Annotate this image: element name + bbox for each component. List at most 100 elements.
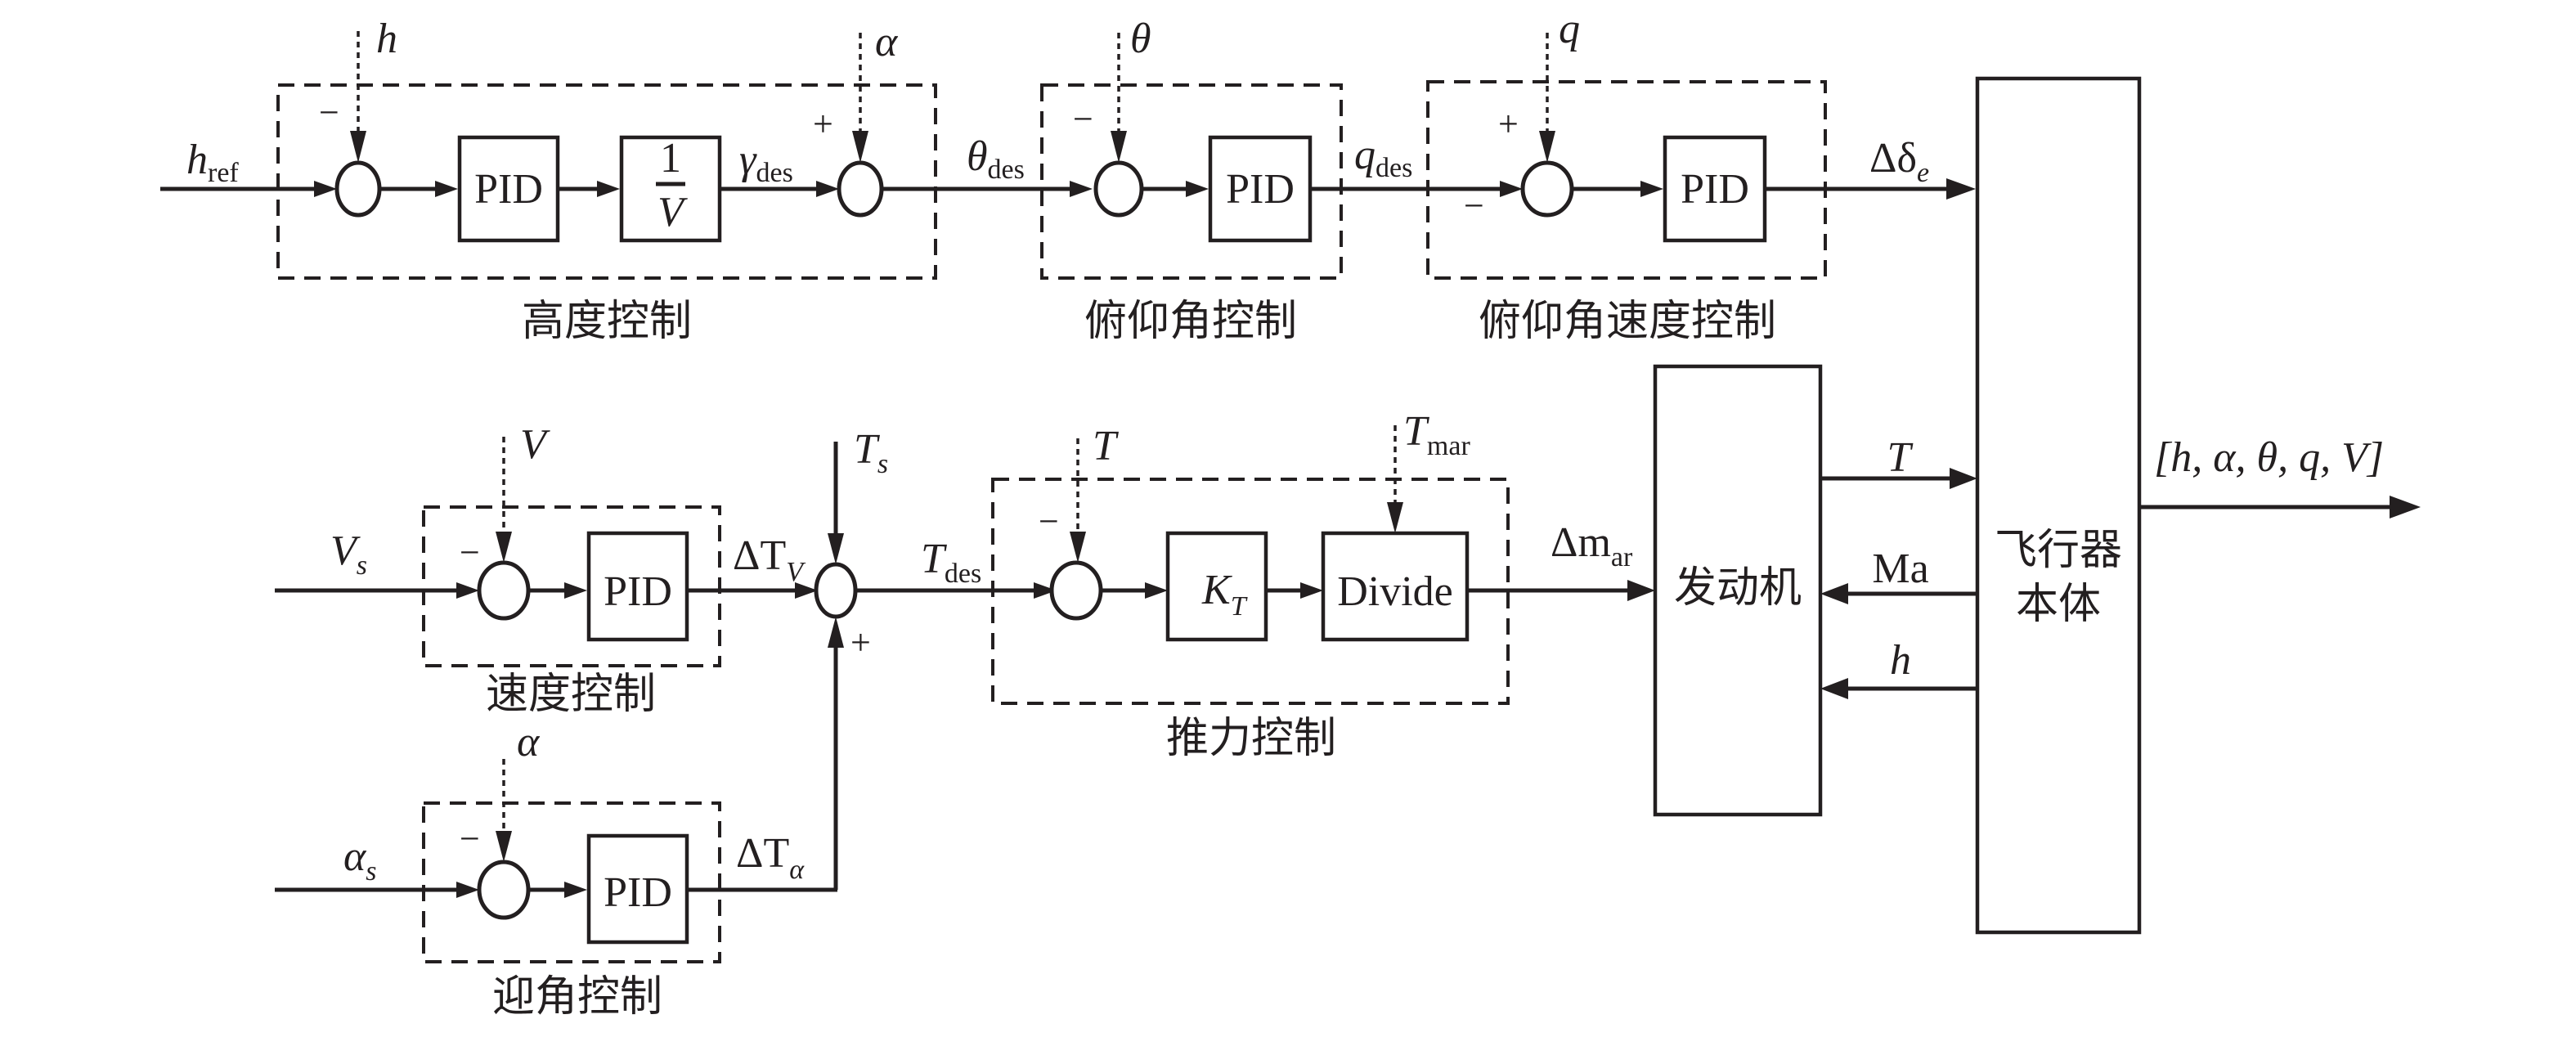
pid-label: PID <box>604 568 672 615</box>
arrowhead <box>1627 580 1655 601</box>
tdes-label: Tdes <box>921 536 981 589</box>
q-des-label: qdes <box>1354 132 1412 183</box>
minus-sign: − <box>1464 186 1484 226</box>
t-feedback-label: T <box>1093 423 1119 469</box>
pid-label: PID <box>1226 166 1295 213</box>
arrowhead <box>1539 131 1555 163</box>
sum-junction-thrust-demand <box>814 562 858 619</box>
pid-block-pitch-rate <box>1663 135 1767 243</box>
arrowhead <box>1946 178 1976 200</box>
arrowhead <box>496 532 512 563</box>
plus-sign: + <box>813 104 833 144</box>
aircraft-body-block <box>1975 76 2142 935</box>
thrust-control-caption: 推力控制 <box>1166 716 1336 762</box>
arrowhead <box>1820 583 1848 604</box>
arrowhead <box>564 882 587 898</box>
arrowhead <box>1300 582 1323 599</box>
state-output-label: [h, α, θ, q, V] <box>2154 434 2384 481</box>
engine-h-label: h <box>1890 637 1911 684</box>
arrowhead <box>1070 181 1093 197</box>
sum-junction-speed <box>477 560 531 621</box>
q-feedback-label: q <box>1559 6 1580 52</box>
engine-thrust-label: T <box>1887 434 1914 481</box>
pid-label: PID <box>1681 166 1749 213</box>
kt-gain-block <box>1165 531 1268 642</box>
plus-sign: + <box>1498 104 1519 144</box>
minus-sign: − <box>1039 501 1059 541</box>
minus-sign: − <box>1073 99 1093 139</box>
altitude-control-group <box>276 83 937 280</box>
engine-label: 发动机 <box>1674 565 1802 612</box>
sum-junction-aoa <box>477 860 531 920</box>
aircraft-body-label-line2: 本体 <box>2016 581 2101 628</box>
sum-junction-thrust <box>1049 560 1103 621</box>
alpha-s-label: αs <box>343 833 377 887</box>
sum-junction-pitch <box>1093 160 1144 218</box>
arrowhead <box>795 582 818 599</box>
arrowhead <box>597 181 620 197</box>
aircraft-body-label-line1: 飞行器 <box>1995 527 2122 574</box>
inverse-v-denominator: V <box>657 189 688 236</box>
arrowhead <box>1387 502 1403 533</box>
pid-label: PID <box>604 869 672 916</box>
arrowhead <box>314 181 337 197</box>
arrowhead <box>1500 181 1523 197</box>
theta-des-label: θdes <box>967 133 1025 185</box>
arrowhead <box>852 131 868 163</box>
altitude-control-caption: 高度控制 <box>522 299 692 345</box>
thrust-control-group <box>991 478 1510 705</box>
plus-sign: + <box>850 622 871 662</box>
alpha-feedback-bottom-label: α <box>517 719 541 765</box>
delta-e-label: Δδe <box>1869 135 1929 188</box>
vs-label: Vs <box>330 527 367 581</box>
pid-block-aoa <box>586 833 689 945</box>
minus-sign: − <box>460 532 480 572</box>
href-label: href <box>186 137 239 188</box>
delta-tv-label: ΔTV <box>733 532 806 587</box>
arrowhead <box>1070 532 1086 563</box>
speed-control-group <box>422 505 721 667</box>
arrowhead <box>456 882 479 898</box>
arrowhead <box>828 533 844 564</box>
theta-feedback-label: θ <box>1130 16 1151 62</box>
inverse-v-numerator: 1 <box>660 135 681 182</box>
arrowhead <box>1186 181 1209 197</box>
arrowhead <box>816 181 839 197</box>
pitch-rate-control-caption: 俯仰角速度控制 <box>1479 299 1776 345</box>
kt-label: KT <box>1201 567 1248 622</box>
ts-label: Ts <box>854 426 888 479</box>
pitch-control-group <box>1040 83 1343 280</box>
minus-sign: − <box>319 92 339 132</box>
sum-junction-altitude <box>334 160 382 218</box>
arrowhead <box>435 181 458 197</box>
pid-label: PID <box>474 166 543 213</box>
arrowhead <box>1034 582 1057 599</box>
minus-sign: − <box>460 819 480 859</box>
sum-junction-pitch-rate <box>1520 160 1574 218</box>
aoa-control-caption: 迎角控制 <box>492 974 662 1021</box>
delta-mar-label: Δmar <box>1551 519 1633 572</box>
aoa-control-group <box>422 801 721 963</box>
divide-label: Divide <box>1337 568 1453 615</box>
alpha-feedback-label: α <box>875 19 899 65</box>
arrowhead <box>1640 181 1663 197</box>
pid-block-pitch <box>1208 135 1313 243</box>
pid-block-altitude <box>457 135 560 243</box>
arrowhead <box>456 582 479 599</box>
arrowhead <box>496 831 512 862</box>
arrowhead <box>350 131 366 163</box>
arrowhead <box>1111 131 1127 163</box>
arrowhead <box>828 617 844 648</box>
arrowhead <box>2390 496 2421 518</box>
gamma-des-label: γdes <box>739 137 793 188</box>
mach-label: Ma <box>1872 545 1928 592</box>
arrowhead <box>1145 582 1168 599</box>
pid-block-speed <box>586 531 689 642</box>
sum-junction-gamma-alpha <box>837 160 884 218</box>
pitch-control-caption: 俯仰角控制 <box>1084 299 1297 345</box>
h-feedback-label: h <box>376 16 397 62</box>
tmar-label: Tmar <box>1403 408 1470 461</box>
delta-t-alpha-label: ΔTα <box>736 830 805 885</box>
speed-control-caption: 速度控制 <box>486 671 656 718</box>
